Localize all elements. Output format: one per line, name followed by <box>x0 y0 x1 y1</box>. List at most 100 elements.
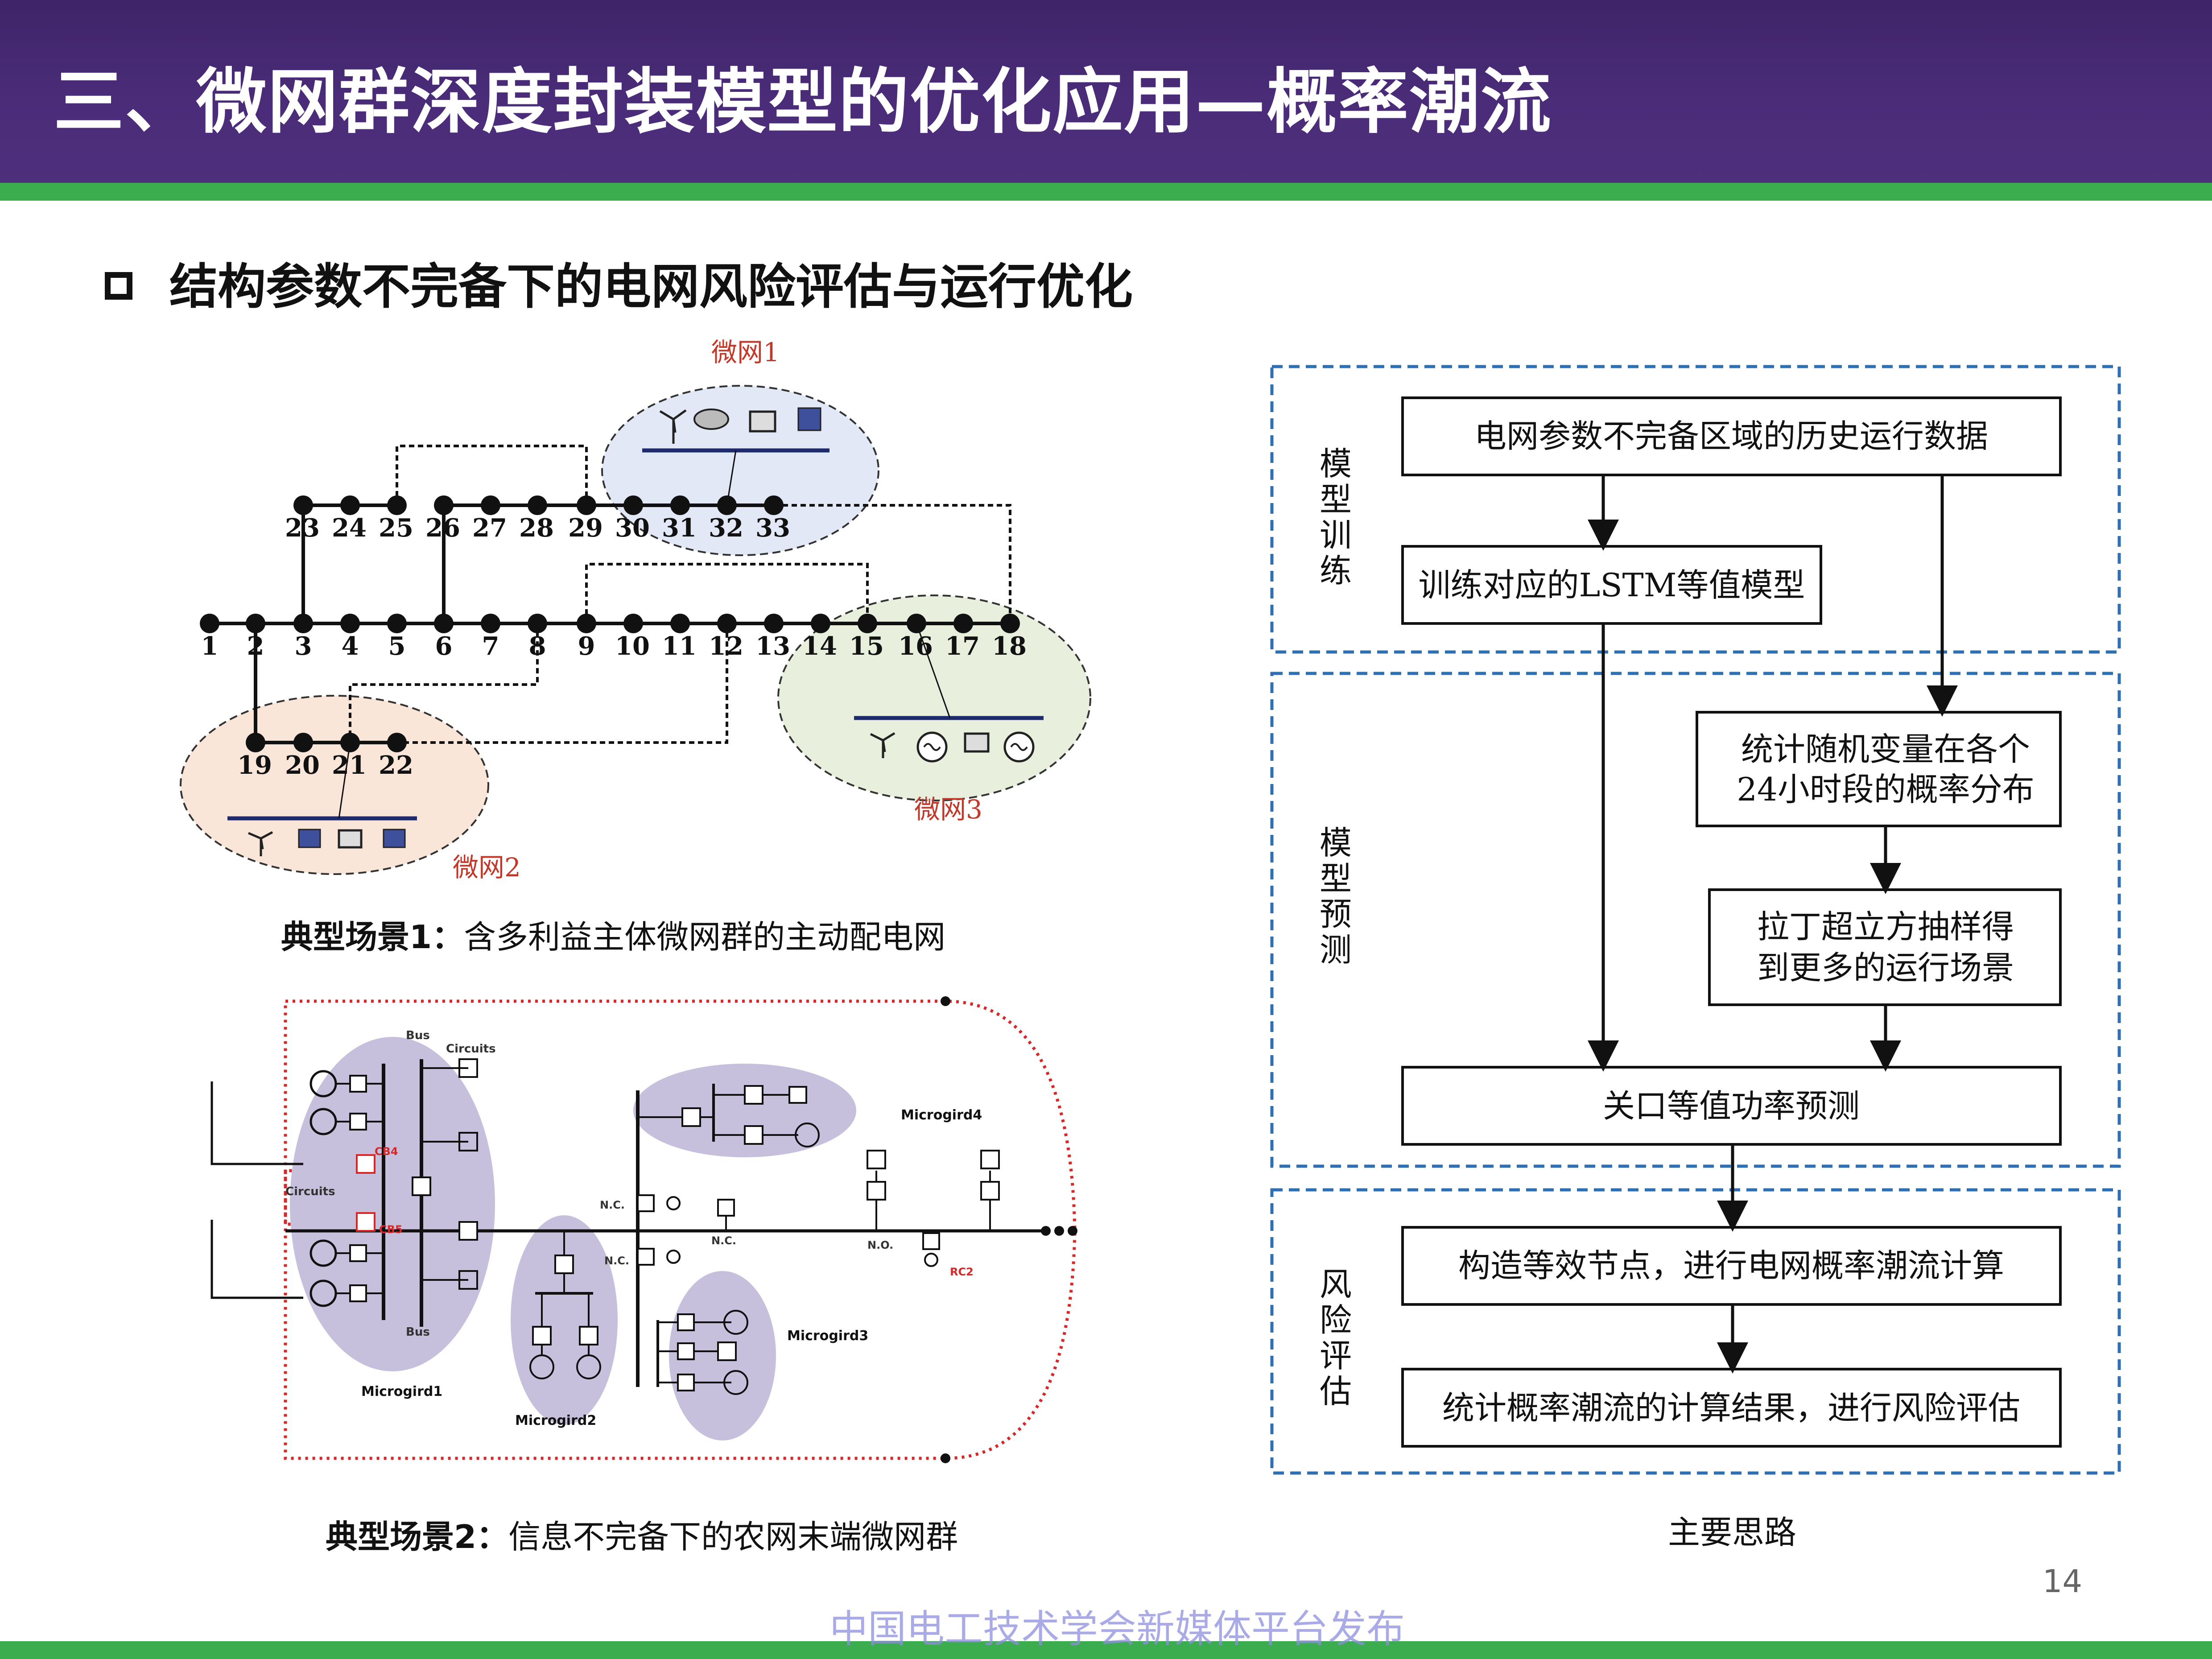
bus-node-13 <box>764 614 784 633</box>
bus-node-26 <box>434 495 454 515</box>
bus-node-19 <box>246 733 265 752</box>
bullet-square-icon <box>105 272 132 300</box>
bus-number-label: 18 <box>992 631 1027 661</box>
microgrid2-label: Microgird2 <box>515 1413 596 1428</box>
breaker-box <box>349 1075 367 1093</box>
bus-number-label: 13 <box>755 631 790 661</box>
flowchart-caption: 主要思路 <box>1668 1514 1797 1551</box>
stage2-char: 测 <box>1320 931 1352 969</box>
bus-node-5 <box>387 614 407 633</box>
bus-number-label: 5 <box>388 631 406 661</box>
flow-box-lhs-sampling-text-2: 到更多的运行场景 <box>1757 949 2014 986</box>
bus-number-label: 24 <box>332 513 367 543</box>
flow-box-lhs-sampling <box>1708 888 2062 1006</box>
bus-number-label: 1 <box>201 631 219 661</box>
bus-top-label: Bus <box>406 1029 430 1042</box>
stage1-char: 型 <box>1320 481 1352 518</box>
page-number: 14 <box>2043 1563 2083 1600</box>
bus-node-3 <box>293 614 313 633</box>
generator-icon <box>795 1123 820 1147</box>
generator-icon <box>723 1370 748 1395</box>
bus-node-12 <box>717 614 737 633</box>
bus-node-14 <box>811 614 830 633</box>
flow-box-history-data <box>1401 396 2062 476</box>
bus-number-label: 15 <box>849 631 884 661</box>
scenario1-caption: 典型场景1：含多利益主体微网群的主动配电网 <box>281 921 945 953</box>
bus-number-label: 31 <box>662 513 697 543</box>
wind-turbine-icon <box>659 409 687 444</box>
microgrid2-label: 微网2 <box>453 852 521 883</box>
wind-turbine-icon <box>870 732 896 758</box>
cb4-label: CB4 <box>375 1145 398 1158</box>
stage-risk-frame <box>1270 1188 2121 1475</box>
breaker-box <box>677 1374 695 1391</box>
stage2-char: 型 <box>1320 860 1352 897</box>
bus-node-16 <box>907 614 926 633</box>
circuits-left-label: Circuits <box>285 1185 335 1198</box>
flow-box-gateway-prediction-text: 关口等值功率预测 <box>1603 1087 1860 1125</box>
footer-band <box>0 1641 2212 1659</box>
generator-icon <box>529 1354 554 1379</box>
rc2-label: RC2 <box>950 1266 974 1278</box>
stage1-char: 练 <box>1320 552 1352 590</box>
bus-node-24 <box>340 495 360 515</box>
bus-node-23 <box>293 495 313 515</box>
stage3-char: 估 <box>1320 1373 1352 1410</box>
microgrid4-label: Microgird4 <box>901 1107 982 1123</box>
flow-box-lstm-training <box>1401 545 1822 625</box>
flow-box-probabilistic-flow <box>1401 1226 2062 1306</box>
bus-number-label: 29 <box>568 513 603 543</box>
microgrid3-label: Microgird3 <box>787 1328 868 1344</box>
header-band <box>0 0 2212 183</box>
breaker-box <box>349 1244 367 1262</box>
bus-number-label: 9 <box>578 631 595 661</box>
flow-box-gateway-prediction <box>1401 1066 2062 1146</box>
load-box <box>717 1341 737 1361</box>
footer-watermark: 中国电工技术学会新媒体平台发布 <box>830 1607 1405 1651</box>
bus-node-7 <box>481 614 500 633</box>
stage1-char: 训 <box>1320 516 1352 554</box>
wind-turbine-icon <box>248 831 273 856</box>
microgrid1-label: Microgird1 <box>361 1384 442 1399</box>
bus-number-label: 19 <box>237 751 272 780</box>
flow-box-distribution-text-1: 统计随机变量在各个 <box>1741 730 2030 768</box>
scenario1-caption-text: 含多利益主体微网群的主动配电网 <box>464 918 946 956</box>
bus-node-29 <box>577 495 596 515</box>
bus-number-label: 11 <box>662 631 697 661</box>
bus-number-label: 7 <box>482 631 499 661</box>
bus-node-32 <box>717 495 737 515</box>
bus-number-label: 27 <box>472 513 507 543</box>
bus-node-2 <box>246 614 265 633</box>
bus-number-label: 3 <box>295 631 312 661</box>
bus-node-1 <box>200 614 219 633</box>
breaker-box <box>677 1313 695 1331</box>
breaker-box <box>677 1342 695 1360</box>
bus-node-6 <box>434 614 454 633</box>
bus-bottom-label: Bus <box>406 1325 430 1339</box>
bus-node-17 <box>953 614 973 633</box>
bus-node-27 <box>481 495 500 515</box>
flow-box-distribution-text-2: 24小时段的概率分布 <box>1737 771 2035 808</box>
bus-number-label: 16 <box>898 631 933 661</box>
bus-number-label: 8 <box>529 631 546 661</box>
bus-node-18 <box>1000 614 1020 633</box>
bus-number-label: 21 <box>332 751 367 780</box>
bus-number-label: 12 <box>709 631 743 661</box>
microgrid1-region <box>290 1037 495 1371</box>
bus-number-label: 23 <box>285 513 320 543</box>
stage3-char: 险 <box>1320 1301 1352 1339</box>
bus-node-33 <box>764 495 784 515</box>
bus-number-label: 30 <box>615 513 650 543</box>
flow-box-lhs-sampling-text-1: 拉丁超立方抽样得 <box>1757 908 2014 945</box>
bus-node-9 <box>577 614 596 633</box>
nc2-label: N.C. <box>604 1255 629 1267</box>
header-stripe <box>0 183 2212 201</box>
bus-number-label: 26 <box>425 513 460 543</box>
bus-number-label: 17 <box>945 631 980 661</box>
bus-node-8 <box>528 614 547 633</box>
generator-icon <box>576 1354 601 1379</box>
stage2-char: 模 <box>1320 824 1352 862</box>
scenario1-caption-bold: 典型场景1： <box>281 918 464 956</box>
